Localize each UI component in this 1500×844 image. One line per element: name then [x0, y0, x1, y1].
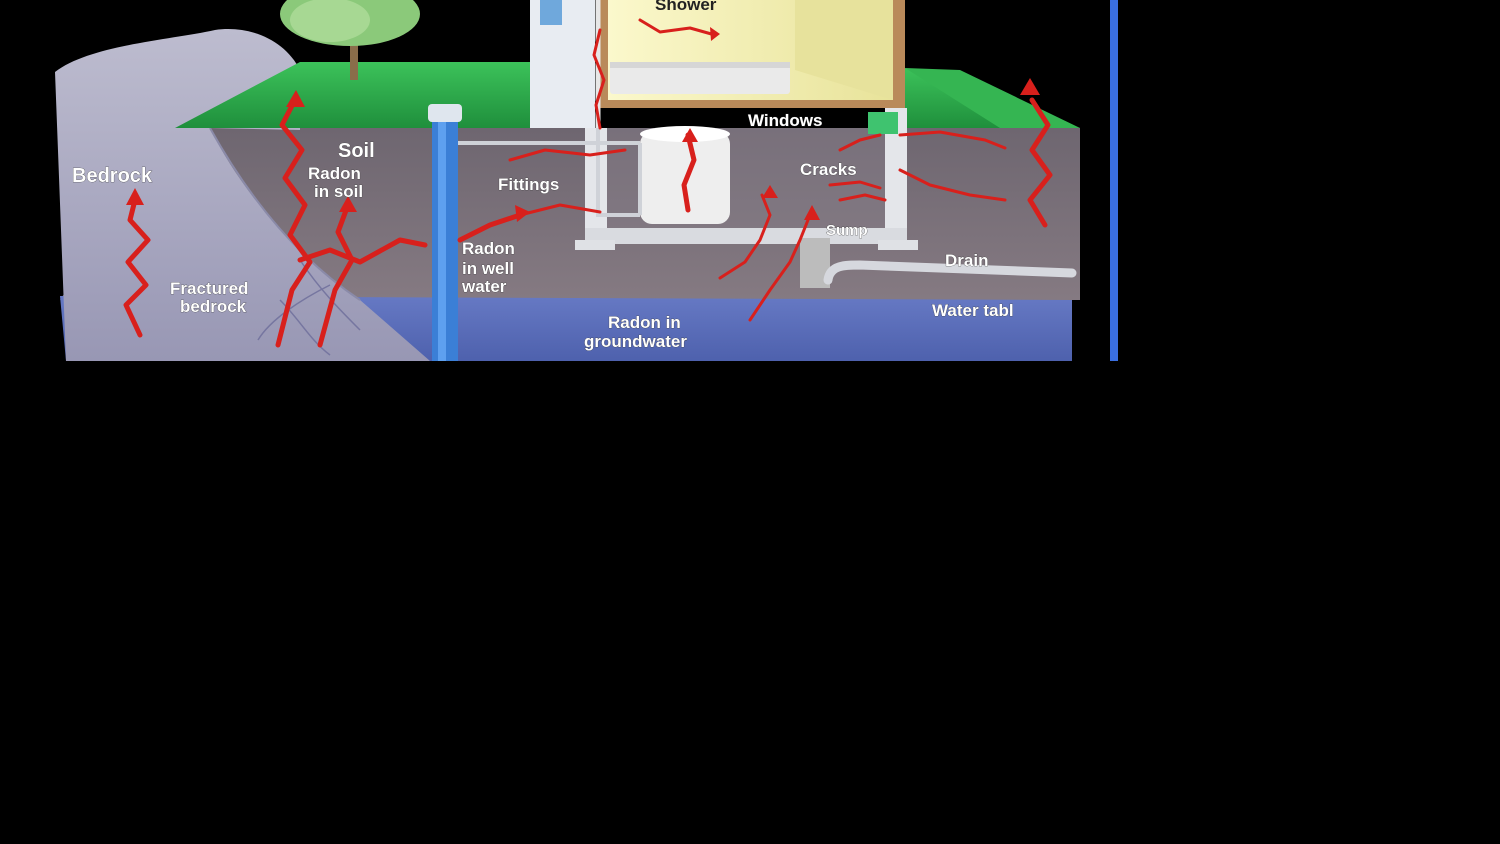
label-radon-in-soil-2: in soil: [314, 182, 363, 201]
label-shower: Shower: [655, 0, 717, 14]
house-wall: [530, 0, 595, 128]
label-soil: Soil: [338, 140, 375, 162]
tree-icon: [280, 0, 420, 80]
well-cap: [428, 104, 462, 122]
label-fractured-2: bedrock: [180, 297, 247, 316]
label-bedrock: Bedrock: [72, 165, 153, 187]
label-groundwater-2: groundwater: [584, 332, 687, 351]
grass-left: [175, 62, 560, 128]
label-radon-in-soil-1: Radon: [308, 164, 361, 183]
window-icon: [868, 112, 898, 134]
drain-pipe: [823, 260, 1077, 285]
label-sump: Sump: [826, 222, 868, 239]
label-fractured-1: Fractured: [170, 279, 248, 298]
label-fittings: Fittings: [498, 175, 559, 194]
frame-edge: [1110, 0, 1118, 361]
label-water-table: Water tabl: [932, 301, 1014, 320]
label-windows: Windows: [748, 111, 822, 130]
radon-arrows: [123, 18, 1053, 348]
label-radon-well-3: water: [461, 277, 507, 296]
label-drain: Drain: [945, 251, 988, 270]
label-cracks: Cracks: [800, 160, 857, 179]
bedrock-hill: [55, 29, 430, 361]
label-groundwater-1: Radon in: [608, 313, 681, 332]
basement-wall-right: [885, 108, 907, 246]
label-radon-well-2: in well: [462, 259, 514, 278]
label-radon-well-1: Radon: [462, 239, 515, 258]
bathtub: [610, 62, 790, 94]
water-pipe: [445, 128, 642, 217]
radon-entry-diagram: Shower Windows Soil Bedrock Radon in soi…: [55, 0, 1118, 361]
